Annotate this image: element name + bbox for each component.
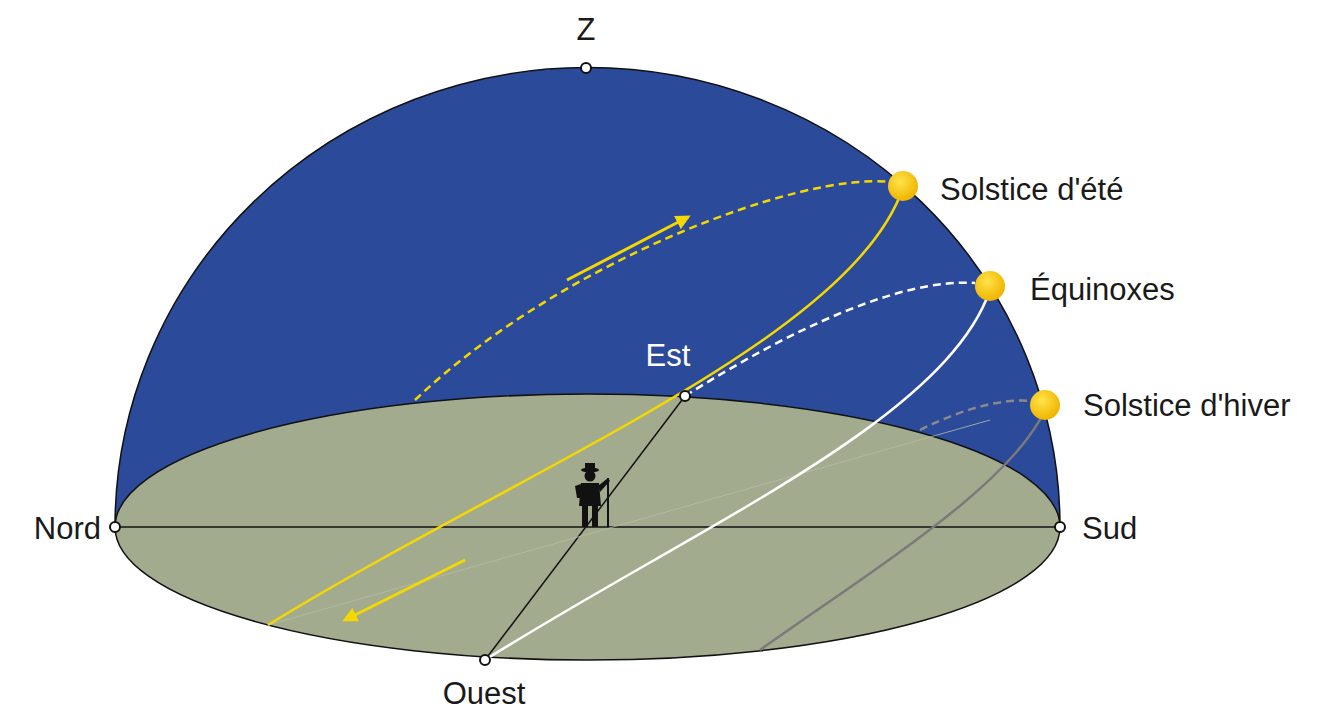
cardinal-label: Nord xyxy=(34,512,101,546)
cardinal-point xyxy=(110,63,1065,665)
summer-path-dashed xyxy=(415,181,890,400)
equinox-path-dashed xyxy=(685,283,975,396)
winter-path-dashed xyxy=(920,401,1032,430)
equinox-path xyxy=(485,290,990,660)
cardinal-label: Sud xyxy=(1082,512,1137,546)
observer-figure xyxy=(575,463,610,527)
faint-line xyxy=(268,420,990,625)
ground-plane xyxy=(115,394,1060,660)
season-label: Équinoxes xyxy=(1030,273,1175,307)
zenith-label: Z xyxy=(577,13,596,47)
cardinal-label: Ouest xyxy=(443,677,526,711)
sun xyxy=(888,171,918,201)
sun xyxy=(1030,390,1060,420)
winter-path xyxy=(760,410,1045,650)
east-west-line xyxy=(485,396,685,660)
cardinal-label: Est xyxy=(646,339,691,373)
season-label: Solstice d'été xyxy=(940,173,1123,207)
direction-arrow xyxy=(345,560,465,620)
season-label: Solstice d'hiver xyxy=(1083,389,1291,423)
sun xyxy=(975,271,1005,301)
summer-path xyxy=(268,188,903,625)
direction-arrow xyxy=(567,217,688,280)
